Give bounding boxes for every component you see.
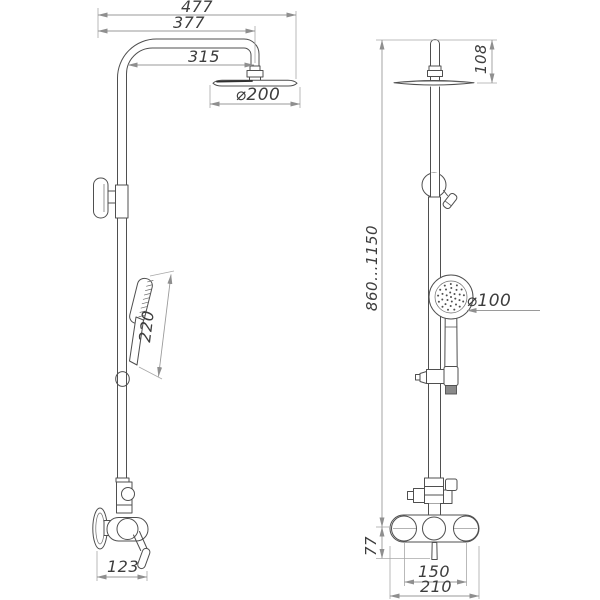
mixer-lever-grip-side xyxy=(137,547,151,570)
dimension-arm-length: 315 xyxy=(127,47,255,68)
column-pipe-side xyxy=(117,38,260,481)
front-view: 860...1150 77 108 ⌀100 150 xyxy=(362,39,540,599)
dimension-hand-shower-length: 220 xyxy=(135,270,175,380)
holder-cup xyxy=(443,366,459,386)
hand-shower-face-hatch xyxy=(137,280,154,322)
dim-column-height-label: 860...1150 xyxy=(363,225,381,311)
mixer-lever-front xyxy=(431,542,438,560)
column-top-front xyxy=(427,39,443,77)
rain-head-connector-side xyxy=(246,65,264,82)
dimension-mixer-depth: 123 xyxy=(96,551,148,581)
hand-shower-spray-dots xyxy=(437,283,465,311)
mixer-front xyxy=(389,514,480,560)
slide-holder-front xyxy=(415,366,459,395)
hose-nut xyxy=(445,385,457,395)
dimension-arm-span: 377 xyxy=(97,13,256,63)
dim-overall-width-label: 477 xyxy=(181,0,213,16)
dim-hand-shower-length-label: 220 xyxy=(135,309,158,343)
dim-mixer-width-label: 210 xyxy=(420,577,452,596)
hand-shower-handle-front xyxy=(444,317,458,369)
dimension-connection-centers: 150 xyxy=(404,543,467,586)
dimension-head-offset: 108 xyxy=(472,39,497,84)
hand-shower-side xyxy=(115,277,154,387)
mixer-side xyxy=(92,477,151,570)
dim-mixer-depth-label: 123 xyxy=(107,557,139,576)
mixer-connector-front xyxy=(407,477,458,517)
dim-rain-head-diameter-label: ⌀200 xyxy=(236,85,281,105)
hand-shower-handle-side xyxy=(129,316,144,366)
column-tube-front xyxy=(428,196,441,479)
dim-connection-centers-label: 150 xyxy=(418,562,450,581)
dimension-mixer-bottom-offset: 77 xyxy=(362,526,430,559)
diverter-knob-side xyxy=(121,487,135,501)
dim-arm-span-label: 377 xyxy=(173,13,205,32)
wall-connection-right xyxy=(453,515,479,542)
mixer-lever-side xyxy=(133,531,148,551)
wall-bracket-side xyxy=(93,177,129,219)
dim-arm-length-label: 315 xyxy=(188,47,220,66)
hand-shower-front xyxy=(428,274,474,320)
holder-lever xyxy=(419,371,427,384)
side-view: 477 377 315 ⌀200 220 xyxy=(92,0,301,581)
mixer-cartridge-side xyxy=(116,518,139,540)
diverter-knob-front xyxy=(445,478,458,491)
bracket-knob-front xyxy=(442,192,458,210)
holder-clamp xyxy=(426,369,445,384)
hose-outlet-front xyxy=(413,488,425,503)
hose-ring-side xyxy=(115,371,130,387)
dim-mixer-bottom-offset-label: 77 xyxy=(362,536,380,556)
dim-hand-shower-diameter-label: ⌀100 xyxy=(467,291,512,311)
dimension-hand-shower-diameter: ⌀100 xyxy=(466,291,540,313)
dimension-overall-width: 477 xyxy=(97,0,297,79)
dimension-column-height: 860...1150 xyxy=(363,39,391,528)
mixer-cartridge-front xyxy=(422,516,446,541)
wall-connection-left xyxy=(391,515,417,542)
rain-shower-head-side xyxy=(212,79,298,87)
rain-shower-head-front xyxy=(393,79,475,86)
dim-head-offset-label: 108 xyxy=(472,44,490,74)
dimension-rain-head-diameter: ⌀200 xyxy=(209,85,301,108)
dimension-mixer-width: 210 xyxy=(389,546,480,599)
